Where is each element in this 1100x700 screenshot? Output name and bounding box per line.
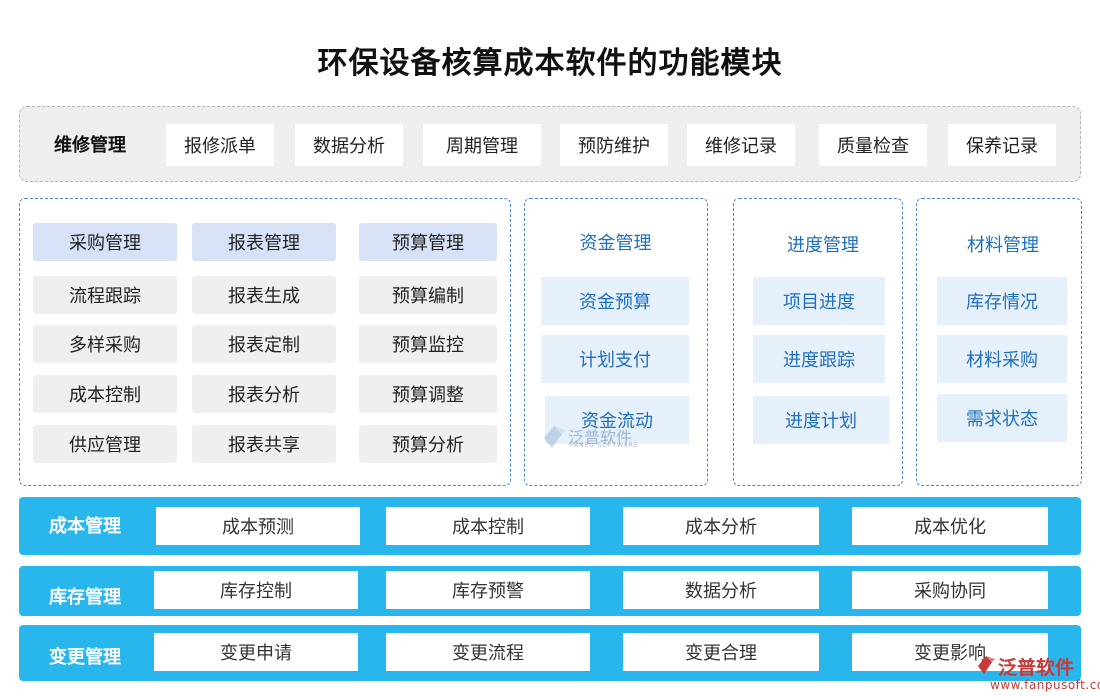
purchase-management-head: 采购管理 [33, 223, 177, 261]
inventory-management-bar: 库存管理 库存控制 库存预警 数据分析 采购协同 [19, 566, 1081, 616]
fund-title: 资金管理 [579, 233, 652, 254]
watermark-text: 泛普软件 [568, 428, 633, 447]
change-item: 变更流程 [386, 633, 590, 671]
page-title: 环保设备核算成本软件的功能模块 [317, 46, 783, 81]
fund-item: 资金流动 [545, 396, 689, 444]
progress-panel: 进度管理 项目进度 进度跟踪 进度计划 [733, 198, 903, 486]
cost-item: 成本预测 [156, 507, 360, 545]
material-item: 需求状态 [937, 394, 1067, 442]
purchase-item: 供应管理 [33, 425, 177, 463]
material-title: 材料管理 [967, 235, 1039, 256]
change-item: 变更合理 [623, 633, 819, 671]
maintenance-item: 报修派单 [166, 124, 274, 166]
logo-url: www.fanpusoft.com [990, 678, 1100, 692]
progress-title: 进度管理 [787, 235, 859, 256]
purchase-item: 流程跟踪 [33, 276, 177, 314]
maintenance-item: 质量检查 [819, 124, 927, 166]
cost-item: 成本优化 [852, 507, 1048, 545]
inventory-item: 库存预警 [386, 571, 590, 609]
change-management-bar: 变更管理 变更申请 变更流程 变更合理 变更影响 [19, 625, 1081, 681]
purchase-item: 多样采购 [33, 325, 177, 363]
budget-item: 预算分析 [359, 425, 497, 463]
report-management-head: 报表管理 [192, 223, 336, 261]
change-management-label: 变更管理 [49, 647, 121, 668]
material-panel: 材料管理 库存情况 材料采购 需求状态 [916, 198, 1082, 486]
progress-item: 进度跟踪 [753, 335, 885, 383]
maintenance-item: 保养记录 [948, 124, 1056, 166]
logo-text: 泛普软件 [998, 657, 1075, 679]
maintenance-label: 维修管理 [54, 135, 126, 156]
fanpu-logo-icon [978, 656, 995, 674]
fund-panel: 资金管理 资金预算 计划支付 资金流动 [524, 198, 708, 486]
maintenance-module: 维修管理 报修派单 数据分析 周期管理 预防维护 维修记录 质量检查 保养记录 [19, 106, 1081, 182]
maintenance-item: 维修记录 [687, 124, 795, 166]
cost-item: 成本控制 [386, 507, 590, 545]
budget-item: 预算编制 [359, 276, 497, 314]
inventory-management-label: 库存管理 [49, 587, 121, 608]
progress-item: 项目进度 [753, 277, 885, 325]
cost-management-label: 成本管理 [49, 516, 121, 537]
material-item: 库存情况 [937, 277, 1067, 325]
change-item: 变更申请 [154, 633, 358, 671]
watermark-subtext: FANPU SOFTWARE [570, 442, 639, 449]
cost-management-bar: 成本管理 成本预测 成本控制 成本分析 成本优化 [19, 497, 1081, 555]
inventory-item: 库存控制 [154, 571, 358, 609]
purchase-report-budget-panel: 采购管理 流程跟踪 多样采购 成本控制 供应管理 报表管理 报表生成 报表定制 … [19, 198, 511, 486]
report-item: 报表生成 [192, 276, 336, 314]
inventory-item: 数据分析 [623, 571, 819, 609]
report-item: 报表分析 [192, 375, 336, 413]
progress-item: 进度计划 [753, 396, 889, 444]
purchase-item: 成本控制 [33, 375, 177, 413]
budget-item: 预算监控 [359, 325, 497, 363]
budget-management-head: 预算管理 [359, 223, 497, 261]
report-item: 报表共享 [192, 425, 336, 463]
report-item: 报表定制 [192, 325, 336, 363]
cost-item: 成本分析 [623, 507, 819, 545]
inventory-item: 采购协同 [852, 571, 1048, 609]
fanpu-watermark-icon [544, 426, 566, 448]
material-item: 材料采购 [937, 335, 1067, 383]
change-item: 变更影响 [852, 633, 1048, 671]
maintenance-item: 周期管理 [423, 124, 541, 166]
fund-item: 资金预算 [541, 277, 689, 325]
maintenance-item: 预防维护 [560, 124, 668, 166]
maintenance-item: 数据分析 [295, 124, 403, 166]
fund-item: 计划支付 [541, 335, 689, 383]
budget-item: 预算调整 [359, 375, 497, 413]
